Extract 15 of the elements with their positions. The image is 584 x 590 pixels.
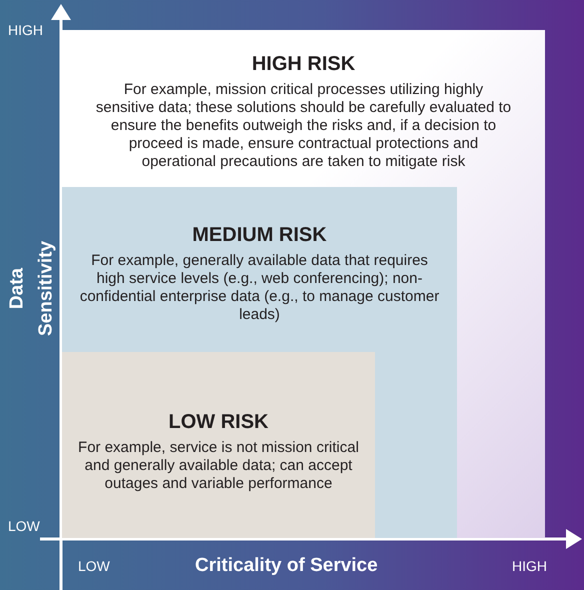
axis-level-label: LOW — [78, 557, 110, 576]
zone-heading: MEDIUM RISK — [192, 222, 327, 248]
zone-heading: HIGH RISK — [252, 52, 356, 76]
axis-level-label: HIGH — [512, 557, 547, 576]
axis-title: Data Sensitivity — [6, 240, 57, 338]
risk-zone — [62, 187, 457, 538]
risk-zone — [62, 352, 375, 538]
zone-heading: LOW RISK — [168, 410, 268, 434]
axis-title: Criticality of Service — [195, 554, 378, 578]
zone-description: For example, service is not mission critical and generally available data; can accept outages and variable performance — [77, 438, 360, 492]
zone-description: For example, mission critical processes utilizing highly sensitive data; these solutions should be carefully evaluated to ensure the benefits outweigh the risks and, if a decision to proceed is made, ensure contractual protections and operational precautions are taken to mitigate risk — [94, 80, 512, 170]
zone-description: For example, generally available data that requires high service levels (e.g., web conferencing); non-confidential enterprise data (e.g., to manage customer leads) — [80, 252, 440, 324]
axis-level-label: HIGH — [8, 21, 43, 40]
risk-zone — [62, 30, 545, 538]
axis-level-label: LOW — [8, 517, 40, 536]
